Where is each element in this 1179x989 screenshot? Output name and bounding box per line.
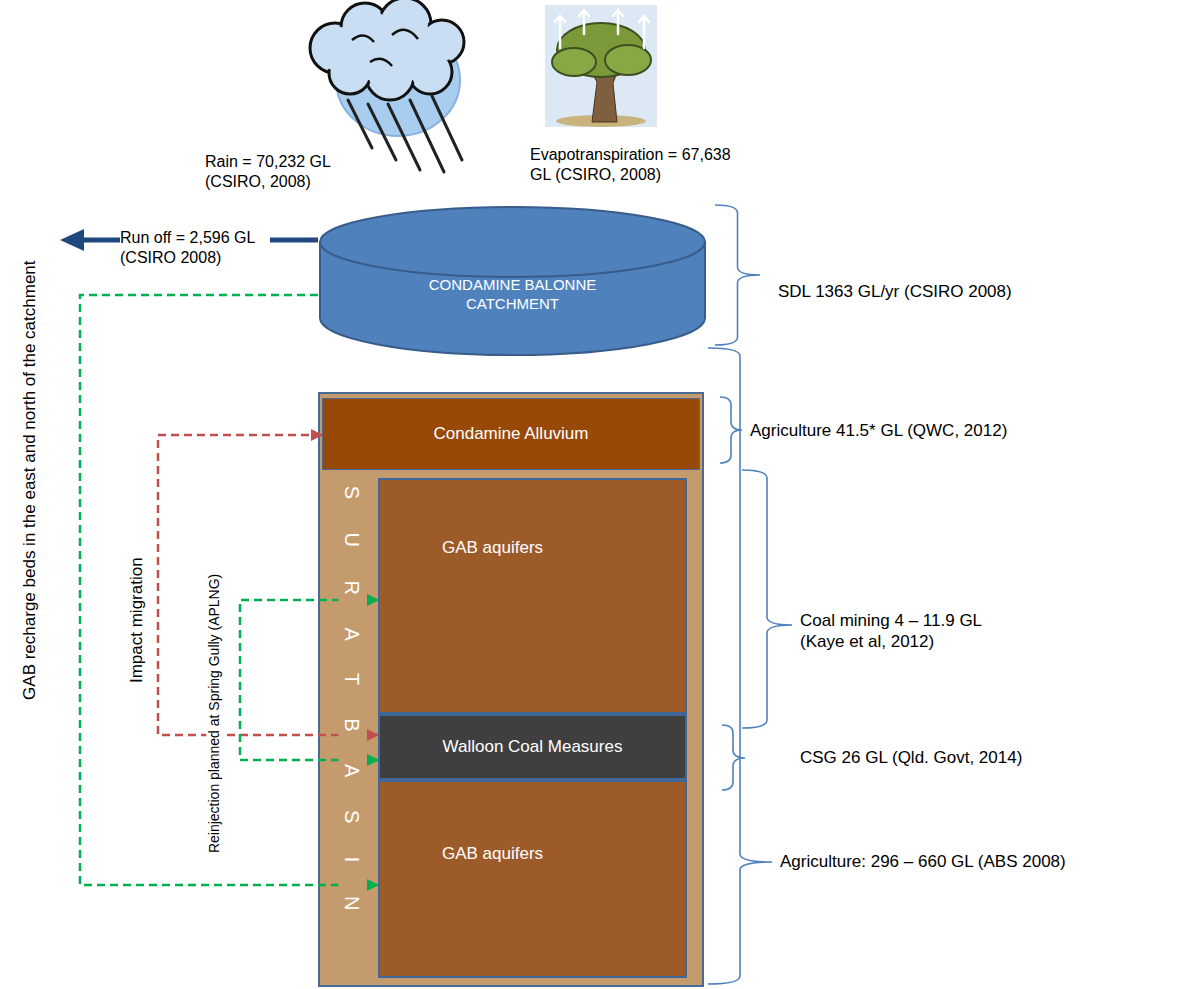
csg-value-holder: CSG 26 GL (Qld. Govt, 2014)	[800, 747, 1022, 768]
node-label: GAB aquifers	[442, 844, 543, 864]
runoff-value-holder: Run off = 2,596 GL (CSIRO 2008)	[120, 228, 270, 268]
rain-value: Rain = 70,232 GL (CSIRO, 2008)	[205, 152, 370, 192]
tree-canopy	[605, 45, 651, 75]
coal-mining-value-holder: Coal mining 4 – 11.9 GL (Kaye et al, 201…	[800, 610, 1012, 653]
edge-label: Reinjection planned at Spring Gully (APL…	[206, 571, 223, 854]
aquifer-box: GAB aquifers	[378, 478, 687, 714]
coal-mining-value: Coal mining 4 – 11.9 GL (Kaye et al, 201…	[800, 610, 1012, 653]
node-label: Walloon Coal Measures	[443, 737, 623, 757]
cloud-outline	[310, 0, 464, 100]
rain-value-holder: Rain = 70,232 GL (CSIRO, 2008)	[205, 152, 370, 192]
curly-bracket	[720, 397, 742, 463]
dashed-connector	[158, 435, 378, 735]
surat-basin-box: S U R A T B A S I N Condamine AlluviumGAB…	[318, 392, 704, 987]
curly-bracket	[722, 725, 745, 790]
curly-bracket	[708, 348, 772, 984]
sdl-value: SDL 1363 GL/yr (CSIRO 2008)	[778, 281, 1012, 302]
cloud-curls	[352, 30, 418, 66]
edge-label: GAB recharge beds in the east and north …	[20, 258, 40, 702]
agriculture-value-holder: Agriculture 41.5* GL (QWC, 2012)	[750, 420, 1007, 441]
alluvium-band: Condamine Alluvium	[322, 398, 700, 470]
coal-measures-band: Walloon Coal Measures	[378, 714, 687, 780]
cloud-fill	[313, 1, 461, 97]
node-label: Condamine Alluvium	[434, 424, 589, 444]
tree-ground	[545, 5, 657, 127]
node-label: GAB aquifers	[442, 538, 543, 558]
runoff-value: Run off = 2,596 GL (CSIRO 2008)	[120, 228, 270, 268]
agriculture-value: Agriculture: 296 – 660 GL (ABS 2008)	[780, 851, 1066, 872]
runoff-head	[60, 229, 84, 251]
catchment-cylinder: CONDAMINE BALONNE CATCHMENT	[318, 205, 707, 357]
evapotranspiration-value: Evapotranspiration = 67,638 GL (CSIRO, 2…	[530, 145, 745, 185]
rain-streaks	[348, 96, 462, 172]
evapotranspiration-value-holder: Evapotranspiration = 67,638 GL (CSIRO, 2…	[530, 145, 745, 185]
aquifer-box: GAB aquifers	[378, 780, 687, 978]
node-label: S U R A T B A S I N	[338, 484, 366, 927]
brackets	[708, 205, 792, 984]
curly-bracket	[715, 205, 760, 345]
vapour-arrows	[555, 10, 649, 48]
cylinder-top	[320, 207, 705, 277]
curly-bracket	[742, 470, 792, 728]
edge-label: Impact migration	[127, 555, 147, 685]
agriculture-value: Agriculture 41.5* GL (QWC, 2012)	[750, 420, 1007, 441]
rain-cloud	[310, 0, 464, 172]
dashed-connector	[240, 600, 378, 760]
node-label: CONDAMINE BALONNE CATCHMENT	[413, 275, 613, 313]
tree-evapotranspiration	[545, 5, 657, 127]
csg-value: CSG 26 GL (Qld. Govt, 2014)	[800, 747, 1022, 768]
tree-canopy	[552, 48, 596, 76]
agriculture-value-holder: Agriculture: 296 – 660 GL (ABS 2008)	[780, 851, 1066, 872]
dashed-connector	[80, 295, 378, 885]
sdl-value-holder: SDL 1363 GL/yr (CSIRO 2008)	[778, 281, 1012, 302]
